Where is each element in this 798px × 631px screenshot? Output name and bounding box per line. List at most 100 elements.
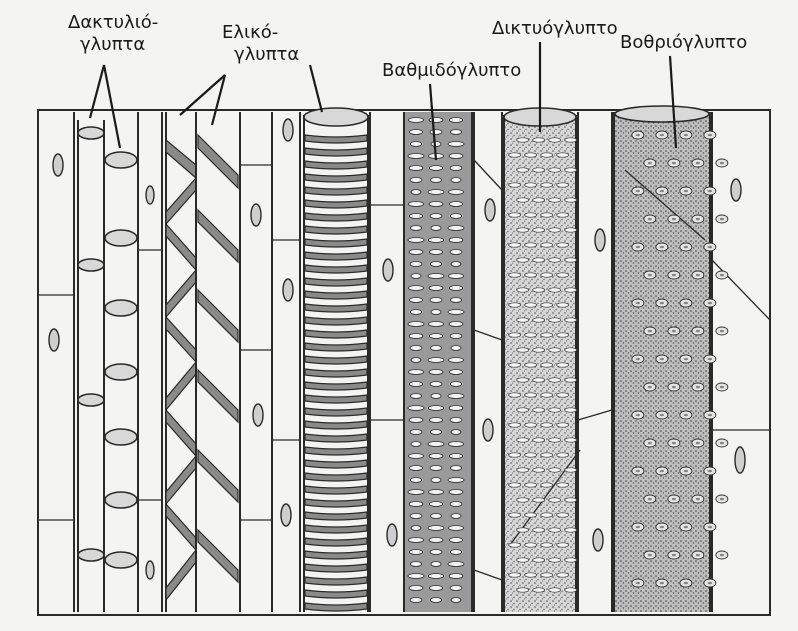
scalariform-pit [429, 454, 443, 459]
reticulate-pit [517, 318, 529, 322]
reticulate-pit [557, 513, 569, 517]
pit-aperture [696, 330, 700, 333]
scalariform-pit [409, 166, 423, 171]
reticulate-pit [541, 513, 553, 517]
pit-aperture [648, 218, 652, 221]
pit-aperture [648, 274, 652, 277]
scalariform-pit [428, 274, 444, 279]
reticulate-pit [533, 468, 545, 472]
reticulate-pit [541, 423, 553, 427]
scalariform-pit [411, 478, 422, 483]
reticulate-pit [565, 408, 577, 412]
reticulate-pit [557, 183, 569, 187]
reticulate-pit [557, 213, 569, 217]
reticulate-pit [517, 378, 529, 382]
pit-aperture [696, 162, 700, 165]
scalariform-pit [430, 382, 442, 387]
pit-aperture [636, 358, 640, 361]
reticulate-pit [565, 168, 577, 172]
reticulate-pit [525, 483, 537, 487]
scalariform-thickening-band [305, 577, 367, 585]
reticulate-pit [541, 483, 553, 487]
scalariform-pit [450, 418, 462, 423]
scalariform-pit [451, 382, 462, 387]
scalariform-pit [449, 442, 464, 447]
pit-aperture [636, 414, 640, 417]
scalariform-pit [431, 226, 441, 231]
pit-aperture [660, 582, 664, 585]
reticulate-pit [565, 588, 577, 592]
reticulate-pit [525, 363, 537, 367]
scalariform-thickening-band [305, 603, 367, 611]
scalariform-pit [410, 262, 422, 267]
pit-aperture [708, 414, 712, 417]
scalariform-pit [410, 598, 422, 603]
pit-aperture [720, 386, 724, 389]
scalariform-pit [448, 394, 464, 399]
spiral-vessel-1 [166, 112, 196, 612]
scalariform-pit [408, 322, 424, 327]
reticulate-pit [549, 258, 561, 262]
scalariform-pit [411, 226, 422, 231]
scalariform-pit [429, 202, 443, 207]
reticulate-pit [525, 573, 537, 577]
pit-aperture [720, 218, 724, 221]
scalariform-thickening-band [305, 382, 367, 390]
scalariform-pit [449, 190, 464, 195]
reticulate-pit [549, 168, 561, 172]
pit-aperture [636, 134, 640, 137]
scalariform-pit [411, 562, 422, 567]
reticulate-pit [557, 423, 569, 427]
reticulate-pit [541, 273, 553, 277]
scalariform-pit [449, 154, 463, 159]
scalariform-pit [448, 310, 464, 315]
scalariform-pit [449, 322, 463, 327]
reticulate-pit [525, 213, 537, 217]
scalariform-thickening-band [305, 395, 367, 403]
reticulate-pit [525, 333, 537, 337]
reticulate-pit [509, 423, 521, 427]
scalariform-thickening-band [305, 551, 367, 559]
scalariform-pit [409, 118, 424, 123]
reticulate-pit [549, 378, 561, 382]
scalariform-pit [451, 346, 461, 351]
scalariform-thickening-band [305, 213, 367, 221]
scalariform-pit [450, 250, 462, 255]
scalariform-pit [429, 118, 443, 123]
reticulate-pit [565, 288, 577, 292]
scalariform-pit [410, 550, 423, 555]
reticulate-pit [549, 468, 561, 472]
reticulate-pit [525, 273, 537, 277]
scalariform-pit [450, 202, 463, 207]
scalariform-pit [428, 442, 444, 447]
reticulate-pit [533, 138, 545, 142]
reticulate-pit [517, 498, 529, 502]
scalariform-pit [408, 490, 424, 495]
pit-aperture [648, 162, 652, 165]
reticulate-pit [549, 558, 561, 562]
pit-aperture [660, 302, 664, 305]
scalariform-pit [409, 334, 423, 339]
scalariform-pit [410, 346, 422, 351]
scalariform-pit [450, 334, 462, 339]
scalariform-pit [450, 370, 463, 375]
scalariform-pit [450, 502, 462, 507]
reticulate-pit [549, 408, 561, 412]
reticulate-pit [565, 258, 577, 262]
reticulate-pit [517, 348, 529, 352]
reticulate-pit [533, 198, 545, 202]
scalariform-pit [409, 454, 424, 459]
scalariform-pit [448, 478, 464, 483]
reticulate-pit [525, 543, 537, 547]
reticulate-pit [549, 198, 561, 202]
label-spiral-vessels: Ελικό- γλυπτα [222, 22, 299, 66]
scalariform-pit [451, 298, 462, 303]
scalariform-pit [451, 466, 462, 471]
scalariform-pit [411, 190, 421, 195]
pit-aperture [636, 526, 640, 529]
scalariform-pit [409, 286, 424, 291]
scalariform-thickening-band [305, 343, 367, 351]
scalariform-thickening-band [305, 304, 367, 312]
scalariform-pit [431, 310, 441, 315]
scalariform-pit [431, 478, 441, 483]
